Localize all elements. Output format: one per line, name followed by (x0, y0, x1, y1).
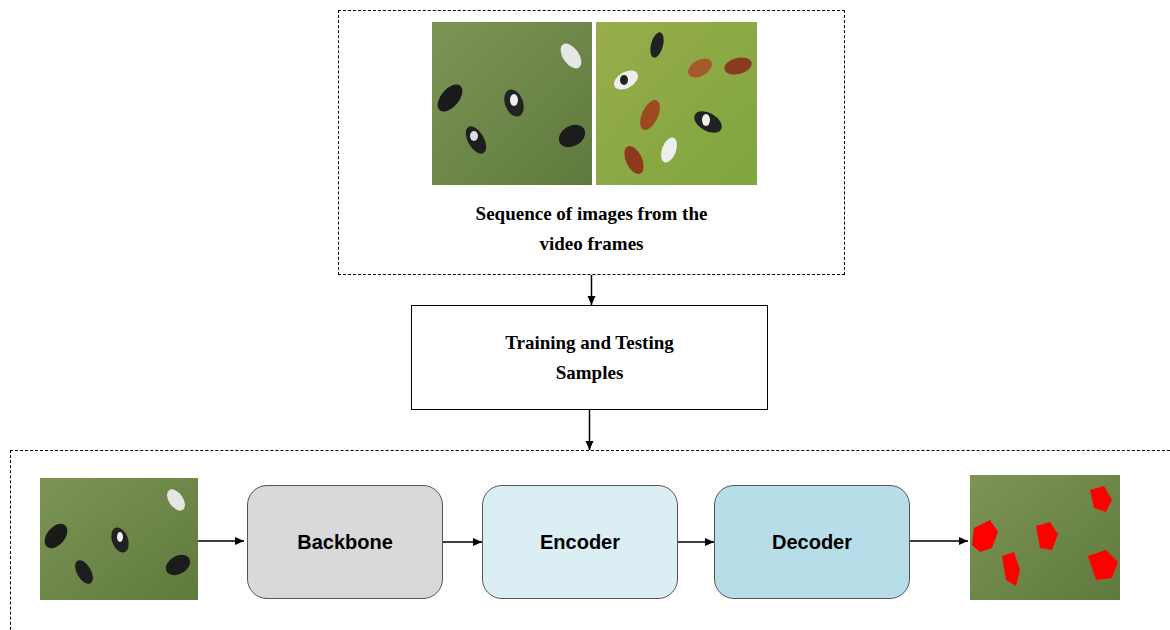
dashed-group: Backbone Encoder Decoder (10, 450, 1170, 630)
node-label: Encoder (540, 530, 620, 554)
flow-arrow (443, 541, 482, 543)
flow-arrow (591, 275, 593, 305)
video-frame (432, 22, 592, 185)
process-box: Backbone (247, 485, 443, 599)
process-box: Encoder (482, 485, 678, 599)
node-label: Training and Testing Samples (470, 328, 710, 388)
node-label: Backbone (297, 530, 393, 554)
flow-arrow (678, 541, 714, 543)
process-box: Decoder (714, 485, 910, 599)
node-label: Sequence of images from the video frames (467, 199, 717, 259)
flow-arrow (909, 540, 968, 542)
node-label: Decoder (772, 530, 852, 554)
output-mask-image (198, 475, 1120, 600)
process-box: Training and Testing Samples (411, 305, 768, 410)
flow-arrow (198, 540, 244, 542)
input-image (40, 478, 198, 600)
flow-arrow (589, 410, 591, 450)
video-frame (596, 22, 757, 185)
dashed-group: Sequence of images from the video frames (338, 10, 845, 275)
